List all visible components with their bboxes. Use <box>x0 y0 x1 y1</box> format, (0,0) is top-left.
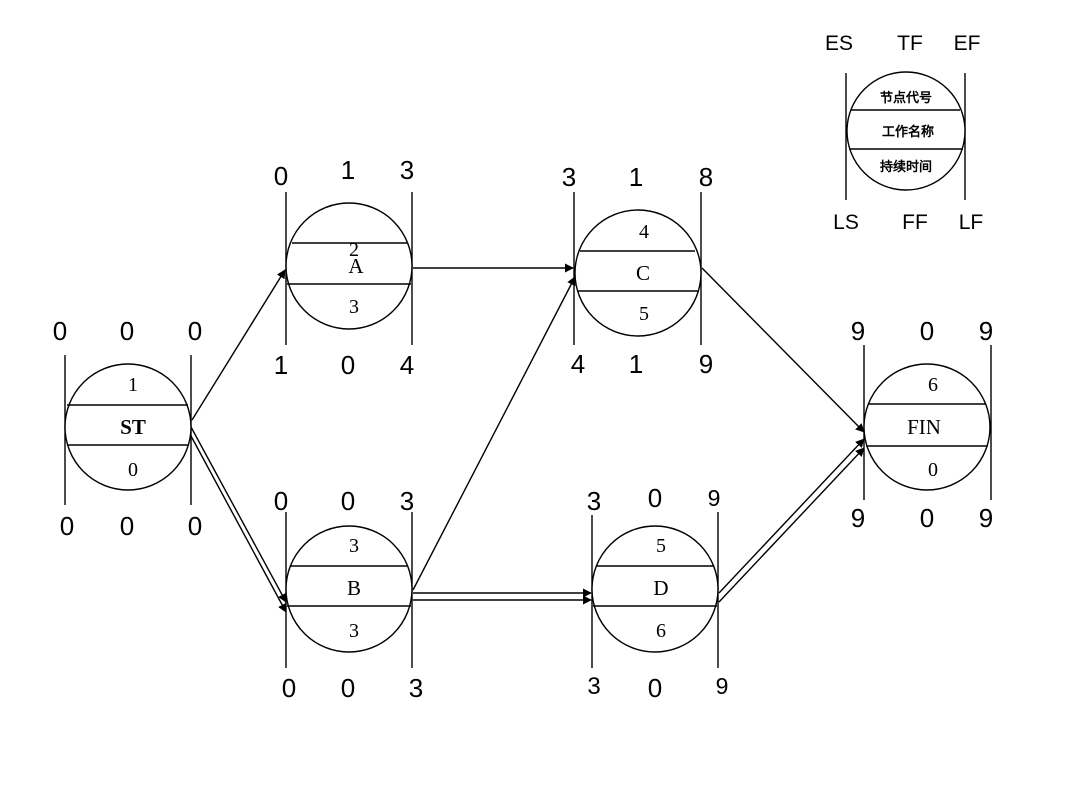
node-c-code: 4 <box>639 221 649 243</box>
node-b-code: 3 <box>349 535 359 557</box>
node-d-ff: 0 <box>648 673 662 703</box>
arrow-b-c <box>412 276 576 591</box>
node-c-ef: 8 <box>699 162 713 192</box>
node-fin-ff: 0 <box>920 503 934 533</box>
node-b-ls: 0 <box>282 673 296 703</box>
legend-lf: LF <box>959 211 984 234</box>
node-c-name: C <box>636 261 650 285</box>
legend-es: ES <box>825 32 853 55</box>
node-b-ff: 0 <box>341 673 355 703</box>
node-a-ff: 0 <box>341 350 355 380</box>
node-fin-circle <box>863 363 991 491</box>
node-st-es: 0 <box>53 316 67 346</box>
node-c-duration: 5 <box>639 303 649 325</box>
legend-ff: FF <box>902 211 928 234</box>
node-fin-name: FIN <box>907 415 941 439</box>
node-a-name: A <box>348 254 364 278</box>
node-st-name: ST <box>120 415 146 439</box>
node-c-circle <box>574 209 702 337</box>
node-b-ef: 3 <box>400 486 414 516</box>
node-b-duration: 3 <box>349 620 359 642</box>
arrow-d-fin-2 <box>718 447 865 603</box>
node-d-code: 5 <box>656 535 666 557</box>
node-a-tf: 1 <box>341 155 355 185</box>
node-st-code: 1 <box>128 374 138 396</box>
node-st-ff: 0 <box>120 511 134 541</box>
legend-tf: TF <box>897 32 923 55</box>
node-d-es: 3 <box>587 486 601 516</box>
node-a-es: 0 <box>274 161 288 191</box>
arrow-st-b-1 <box>190 426 287 603</box>
arrow-c-fin <box>701 267 865 433</box>
node-b-tf: 0 <box>341 486 355 516</box>
node-b-es: 0 <box>274 486 288 516</box>
legend-ef: EF <box>954 32 981 55</box>
node-d-circle <box>591 525 719 653</box>
node-b-circle <box>285 525 413 653</box>
arrow-st-a <box>191 269 286 421</box>
node-a <box>285 192 413 345</box>
node-c-ff: 1 <box>629 349 643 379</box>
node-st-circle <box>64 363 192 491</box>
node-st-ef: 0 <box>188 316 202 346</box>
node-fin <box>863 345 992 500</box>
arrow-st-b-2 <box>190 435 287 613</box>
arrows <box>190 263 865 613</box>
node-fin-tf: 0 <box>920 316 934 346</box>
node-fin-lf: 9 <box>979 503 993 533</box>
node-d-lf: 9 <box>716 673 729 699</box>
arrow-d-fin-1 <box>718 438 865 594</box>
node-a-lf: 4 <box>400 350 414 380</box>
node-b <box>285 512 413 668</box>
node-fin-duration: 0 <box>928 459 938 481</box>
node-d-name: D <box>653 576 668 600</box>
node-d-ef: 9 <box>708 485 721 511</box>
node-st-lf: 0 <box>188 511 202 541</box>
legend-node-code: 节点代号 <box>880 90 932 106</box>
legend-duration: 持续时间 <box>880 159 932 175</box>
node-c-ls: 4 <box>571 349 585 379</box>
node-c <box>573 192 702 345</box>
node-a-ls: 1 <box>274 350 288 380</box>
node-c-lf: 9 <box>699 349 713 379</box>
node-st <box>64 355 192 505</box>
node-st-duration: 0 <box>128 459 138 481</box>
legend-ls: LS <box>833 211 859 234</box>
node-st-tf: 0 <box>120 316 134 346</box>
node-b-name: B <box>347 576 361 600</box>
legend-node <box>845 71 966 200</box>
node-fin-ef: 9 <box>979 316 993 346</box>
node-a-code: 2 <box>349 239 359 261</box>
node-a-duration: 3 <box>349 296 359 318</box>
node-fin-es: 9 <box>851 316 865 346</box>
node-fin-code: 6 <box>928 374 938 396</box>
node-st-ls: 0 <box>60 511 74 541</box>
legend-work-name: 工作名称 <box>882 124 934 140</box>
node-fin-ls: 9 <box>851 503 865 533</box>
node-d-duration: 6 <box>656 620 666 642</box>
node-a-ef: 3 <box>400 155 414 185</box>
node-c-tf: 1 <box>629 162 643 192</box>
legend-circle <box>846 71 966 191</box>
node-d <box>591 512 719 668</box>
node-c-es: 3 <box>562 162 576 192</box>
node-d-tf: 0 <box>648 483 662 513</box>
node-a-circle <box>285 202 413 330</box>
node-d-ls: 3 <box>587 673 600 700</box>
node-b-lf: 3 <box>409 673 423 703</box>
